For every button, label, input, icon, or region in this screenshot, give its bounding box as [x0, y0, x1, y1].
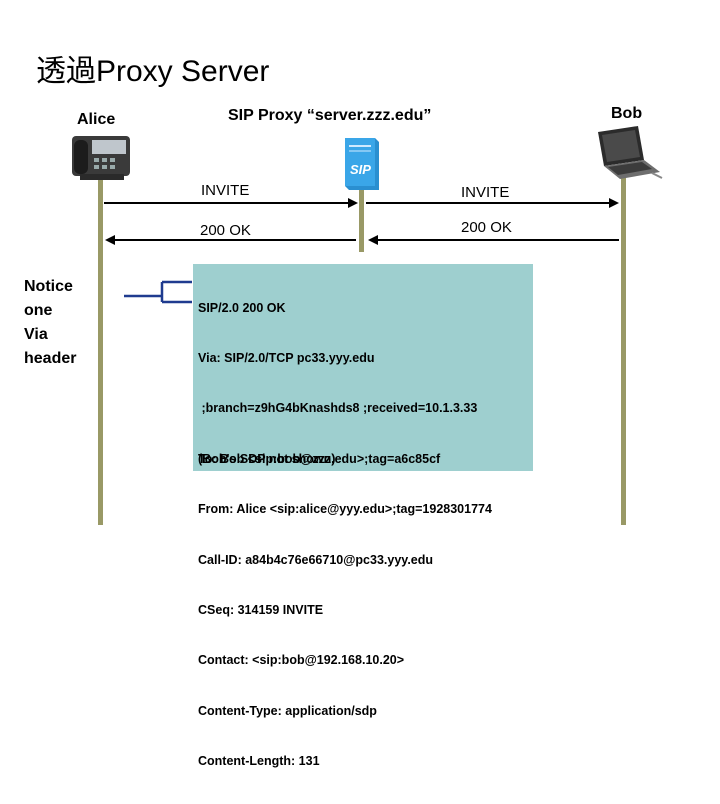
- alice-label: Alice: [77, 111, 116, 128]
- arrow-200ok-proxy-alice: [105, 235, 356, 245]
- message-label: 200 OK: [200, 222, 251, 239]
- sequence-diagram: [72, 126, 663, 525]
- sip-line: Content-Length: 131: [198, 754, 320, 769]
- sip-line: ;branch=z9hG4bKnashds8 ;received=10.1.3.…: [198, 401, 478, 416]
- message-label: 200 OK: [461, 219, 512, 236]
- arrow-invite-proxy-bob: [366, 198, 619, 208]
- sip-line: Via: SIP/2.0/TCP pc33.yyy.edu: [198, 350, 375, 365]
- via-bracket: [124, 280, 192, 304]
- sip-message-text: SIP/2.0 200 OK Via: SIP/2.0/TCP pc33.yyy…: [198, 266, 492, 804]
- arrow-200ok-bob-proxy: [368, 235, 619, 245]
- proxy-lifeline: [359, 187, 364, 252]
- laptop-icon: [598, 126, 663, 179]
- sip-icon-label: SIP: [350, 162, 371, 177]
- message-label: INVITE: [201, 182, 250, 199]
- notice-line: Notice: [24, 278, 73, 295]
- alice-lifeline: [98, 180, 103, 525]
- sip-line: Call-ID: a84b4c76e66710@pc33.yyy.edu: [198, 552, 434, 567]
- proxy-label: SIP Proxy “server.zzz.edu”: [228, 107, 432, 124]
- arrow-invite-alice-proxy: [104, 198, 358, 208]
- page-title: 透過Proxy Server: [36, 55, 270, 88]
- sip-line: Contact: <sip:bob@192.168.10.20>: [198, 653, 405, 668]
- sip-footnote: (Bob's SDP not shown): [198, 452, 336, 466]
- sip-line: Content-Type: application/sdp: [198, 703, 377, 718]
- notice-note: Notice one Via header: [24, 275, 76, 371]
- sip-line: To: Bob <sip:bob@zzz.edu>;tag=a6c85cf: [198, 451, 441, 466]
- sip-line: CSeq: 314159 INVITE: [198, 602, 324, 617]
- sip-server-icon: [345, 138, 379, 190]
- notice-line: header: [24, 350, 77, 367]
- sip-message-box: SIP/2.0 200 OK Via: SIP/2.0/TCP pc33.yyy…: [193, 264, 533, 768]
- bob-label: Bob: [611, 105, 643, 122]
- phone-icon: [72, 136, 130, 180]
- notice-line: one: [24, 302, 53, 319]
- sip-line: SIP/2.0 200 OK: [198, 300, 286, 315]
- bob-lifeline: [621, 172, 626, 525]
- notice-line: Via: [24, 326, 48, 343]
- message-label: INVITE: [461, 184, 510, 201]
- sip-line: From: Alice <sip:alice@yyy.edu>;tag=1928…: [198, 502, 492, 517]
